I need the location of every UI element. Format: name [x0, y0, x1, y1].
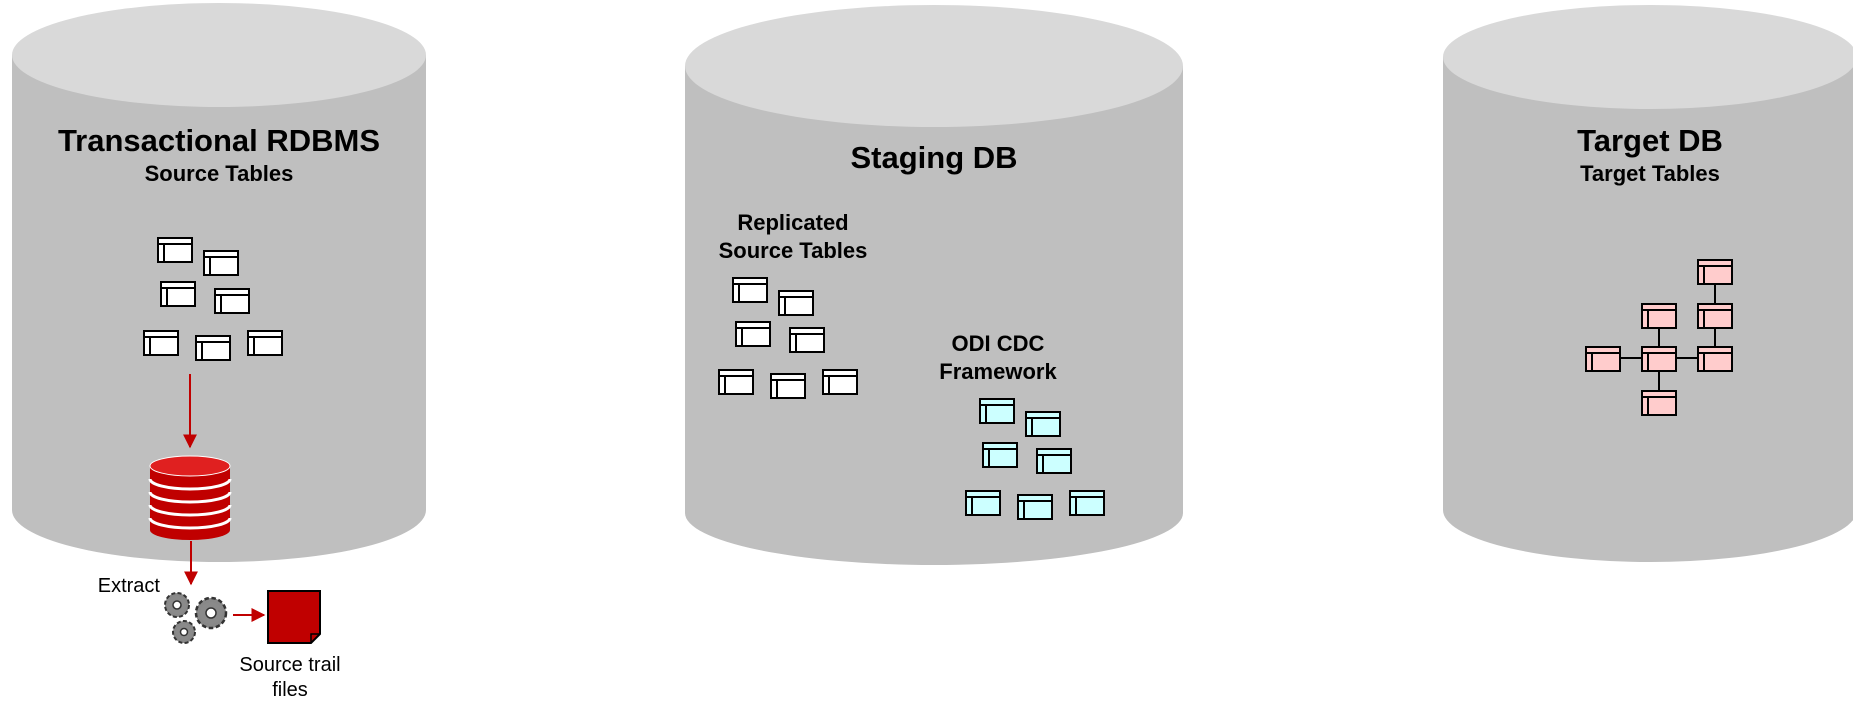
extract-label: Extract — [98, 575, 161, 597]
target-db-cylinder — [1443, 5, 1853, 562]
source-db-subtitle: Source Tables — [145, 161, 294, 186]
target-model-connectors — [1621, 284, 1716, 390]
replicated-tables-label-line1: Replicated — [737, 210, 848, 235]
target-db-title: Target DB — [1577, 123, 1723, 158]
source-db-title: Transactional RDBMS — [58, 123, 380, 158]
source-table-icon — [160, 281, 196, 307]
cdc-framework-label-line1: ODI CDC — [952, 331, 1045, 356]
replicated-table-icon — [822, 369, 858, 395]
redo-log-database-icon — [148, 455, 232, 540]
cdc-table-icon — [982, 442, 1018, 468]
gear-icon — [164, 592, 190, 618]
replicated-table-icon — [732, 277, 768, 303]
source-table-icon — [195, 335, 231, 361]
target-table-icon — [1585, 346, 1621, 372]
replicated-tables-label-line2: Source Tables — [719, 238, 868, 263]
trail-files-label-line2: files — [272, 679, 308, 701]
target-table-icon — [1641, 303, 1677, 329]
replicated-table-icon — [735, 321, 771, 347]
source-table-icon — [143, 330, 179, 356]
source-table-icon — [214, 288, 250, 314]
replicated-table-icon — [778, 290, 814, 316]
target-db-subtitle: Target Tables — [1580, 161, 1720, 186]
cdc-table-icon — [979, 398, 1015, 424]
source-table-icon — [203, 250, 239, 276]
replicated-table-icon — [718, 369, 754, 395]
source-table-icon — [157, 237, 193, 263]
cdc-table-icon — [1069, 490, 1105, 516]
replicated-table-icon — [789, 327, 825, 353]
target-table-icon — [1697, 346, 1733, 372]
target-table-icon — [1641, 346, 1677, 372]
staging-db-title: Staging DB — [850, 140, 1017, 175]
cdc-framework-label-line2: Framework — [939, 359, 1057, 384]
target-table-icon — [1697, 303, 1733, 329]
gear-icon — [172, 620, 196, 644]
trail-file-icon — [267, 590, 321, 644]
source-table-icon — [247, 330, 283, 356]
target-table-icon — [1697, 259, 1733, 285]
gear-icon — [194, 596, 228, 630]
cdc-table-icon — [965, 490, 1001, 516]
staging-db-cylinder — [685, 5, 1183, 565]
cdc-table-icon — [1036, 448, 1072, 474]
cdc-table-icon — [1025, 411, 1061, 437]
replicated-table-icon — [770, 373, 806, 399]
target-table-icon — [1641, 390, 1677, 416]
trail-files-label-line1: Source trail — [239, 654, 340, 676]
cdc-table-icon — [1017, 494, 1053, 520]
